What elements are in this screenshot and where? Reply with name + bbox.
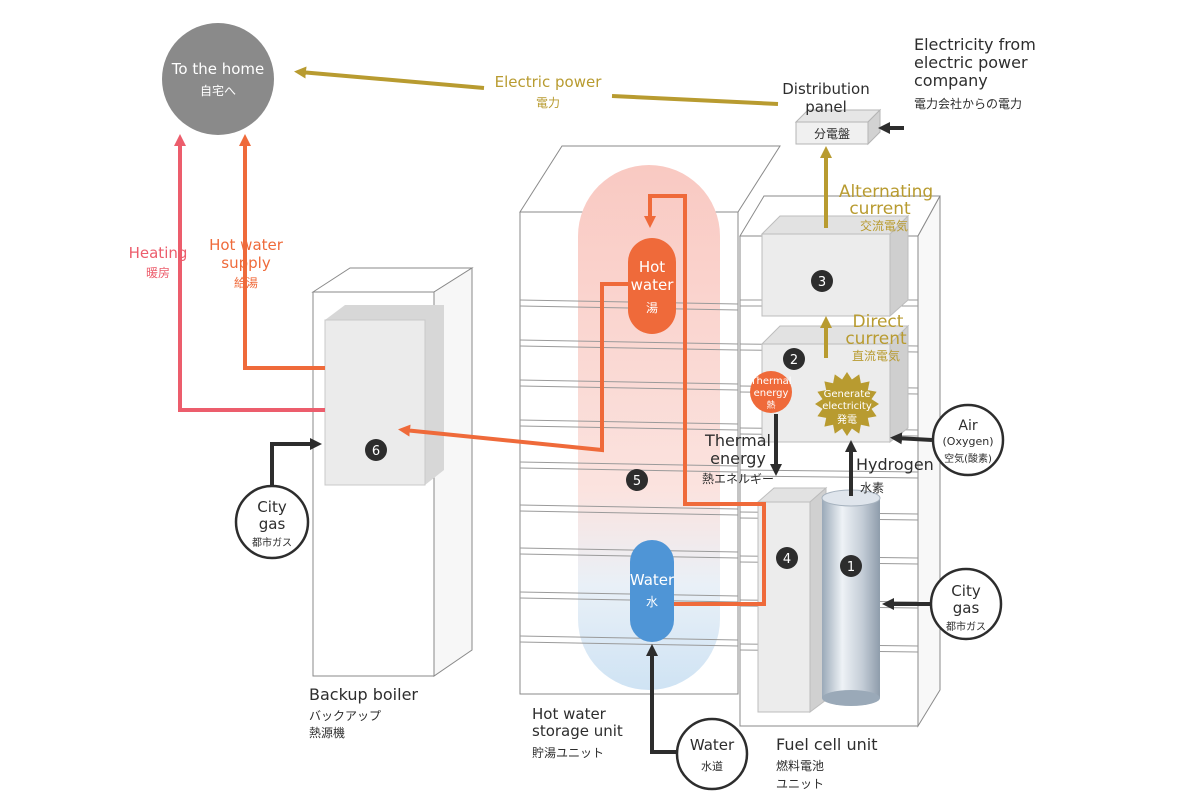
utility-label-2: electric power	[914, 53, 1028, 72]
home-label-jp: 自宅へ	[200, 83, 236, 98]
distribution-panel-label-1: Distribution	[782, 80, 870, 98]
air-arrow	[890, 432, 933, 445]
hot-water-bubble-label-jp: 湯	[646, 301, 658, 315]
distribution-panel	[794, 108, 882, 146]
hydrogen-label-jp: 水素	[860, 481, 884, 495]
air-node: Air (Oxygen) 空気(酸素)	[931, 403, 1005, 477]
starburst-shape	[815, 372, 879, 436]
distribution-panel-label-2: panel	[805, 98, 847, 116]
thermal-badge-label-jp: 熱	[766, 399, 775, 411]
hydrogen-label: Hydrogen	[856, 455, 934, 474]
alternating-current-label-2: current	[849, 199, 911, 219]
direct-current-label-2: current	[845, 329, 907, 349]
component-markers: 1 2 3 4 5 6	[365, 270, 862, 577]
marker-5: 5	[626, 469, 648, 491]
backup-boiler-label-jp1: バックアップ	[309, 709, 381, 723]
marker-4: 4	[776, 547, 798, 569]
hot-water-supply-line	[239, 134, 325, 370]
electric-power-line-right	[611, 94, 779, 106]
utility-label-jp: 電力会社からの電力	[914, 96, 1022, 111]
marker-2-label: 2	[790, 353, 798, 368]
thermal-energy-label-1: Thermal	[704, 431, 771, 450]
city-gas-left-label-jp: 都市ガス	[252, 536, 292, 549]
thermal-energy-badge: Thermal energy 熱	[749, 371, 792, 413]
fuel-cell-unit-label-jp1: 燃料電池	[776, 758, 824, 773]
hot-water-supply-label-2: supply	[221, 254, 271, 272]
generate-badge-label-jp: 発電	[837, 413, 857, 426]
marker-6-label: 6	[372, 444, 380, 459]
hot-water-bubble: Hot water 湯	[628, 238, 676, 334]
flow-lines	[174, 66, 933, 754]
thermal-energy-label-jp: 熱エネルギー	[702, 472, 774, 486]
reformer-cylinder	[821, 489, 881, 706]
electric-power-arrow-home	[294, 66, 485, 90]
marker-3: 3	[811, 270, 833, 292]
city-gas-left-node: City gas 都市ガス	[234, 484, 310, 560]
fuel-cell-unit-label-jp2: ユニット	[776, 777, 824, 791]
water-bubble-label-jp: 水	[646, 595, 658, 609]
air-label-2: (Oxygen)	[943, 435, 994, 448]
hot-water-supply-label-1: Hot water	[209, 236, 284, 254]
hot-water-supply-label-jp: 給湯	[234, 276, 258, 290]
backup-boiler-label-jp2: 熱源機	[309, 725, 345, 740]
direct-current-label-jp: 直流電気	[852, 348, 900, 363]
fuel-cell-unit-label: Fuel cell unit	[776, 735, 877, 754]
utility-label-3: company	[914, 71, 988, 90]
city-gas-right-label-1: City	[951, 582, 981, 600]
air-label-1: Air	[958, 418, 977, 434]
thermal-energy-label-2: energy	[710, 449, 766, 468]
home-circle	[162, 23, 274, 135]
circulation-loop-line	[644, 194, 766, 606]
home-node: To the home 自宅へ	[162, 23, 274, 135]
thermal-badge-label-1: Thermal	[749, 376, 791, 387]
city-gas-left-arrow	[270, 438, 322, 488]
marker-1: 1	[840, 555, 862, 577]
city-gas-left-label-2: gas	[259, 515, 286, 533]
hot-water-bubble-label-2: water	[631, 276, 675, 294]
electric-power-label-jp: 電力	[536, 96, 560, 110]
utility-label-1: Electricity from	[914, 35, 1036, 54]
backup-boiler-unit	[311, 267, 474, 677]
heating-label-jp: 暖房	[146, 265, 170, 280]
heating-line	[174, 134, 325, 412]
water-supply-label: Water	[690, 736, 735, 754]
storage-unit-label-1: Hot water	[532, 705, 607, 723]
water-bubble-label: Water	[630, 571, 675, 589]
marker-6: 6	[365, 439, 387, 461]
marker-3-label: 3	[818, 275, 826, 290]
thermal-badge-label-2: energy	[754, 388, 789, 399]
marker-5-label: 5	[633, 474, 641, 489]
city-gas-left-label-1: City	[257, 498, 287, 516]
generate-badge-label-2: electricity	[822, 401, 872, 412]
water-supply-node: Water 水道	[675, 717, 749, 791]
heating-label: Heating	[129, 244, 188, 262]
distribution-panel-label-jp: 分電盤	[814, 127, 850, 141]
hot-water-bubble-label-1: Hot	[639, 258, 665, 276]
direct-current-label-1: Direct	[853, 312, 904, 332]
heat-exchanger-block	[756, 486, 828, 713]
marker-1-label: 1	[847, 560, 855, 575]
water-supply-arrow	[646, 644, 676, 754]
backup-boiler-label: Backup boiler	[309, 685, 418, 704]
storage-unit-label-2: storage unit	[532, 722, 623, 740]
generate-badge-label-1: Generate	[824, 389, 871, 400]
city-gas-right-node: City gas 都市ガス	[929, 567, 1003, 641]
home-label: To the home	[171, 60, 264, 78]
marker-4-label: 4	[783, 552, 791, 567]
generate-electricity-badge: Generate electricity 発電	[815, 372, 879, 436]
alternating-current-label-jp: 交流電気	[860, 218, 908, 233]
alternating-current-label-1: Alternating	[839, 182, 933, 202]
storage-unit-shelves	[519, 299, 739, 647]
city-gas-right-label-jp: 都市ガス	[946, 620, 986, 633]
electric-power-label: Electric power	[495, 73, 603, 91]
city-gas-right-label-2: gas	[953, 599, 980, 617]
water-bubble: Water 水	[630, 540, 675, 642]
air-label-jp: 空気(酸素)	[944, 452, 992, 465]
water-supply-label-jp: 水道	[701, 759, 723, 773]
marker-2: 2	[783, 348, 805, 370]
storage-unit-label-jp: 貯湯ユニット	[532, 746, 604, 760]
